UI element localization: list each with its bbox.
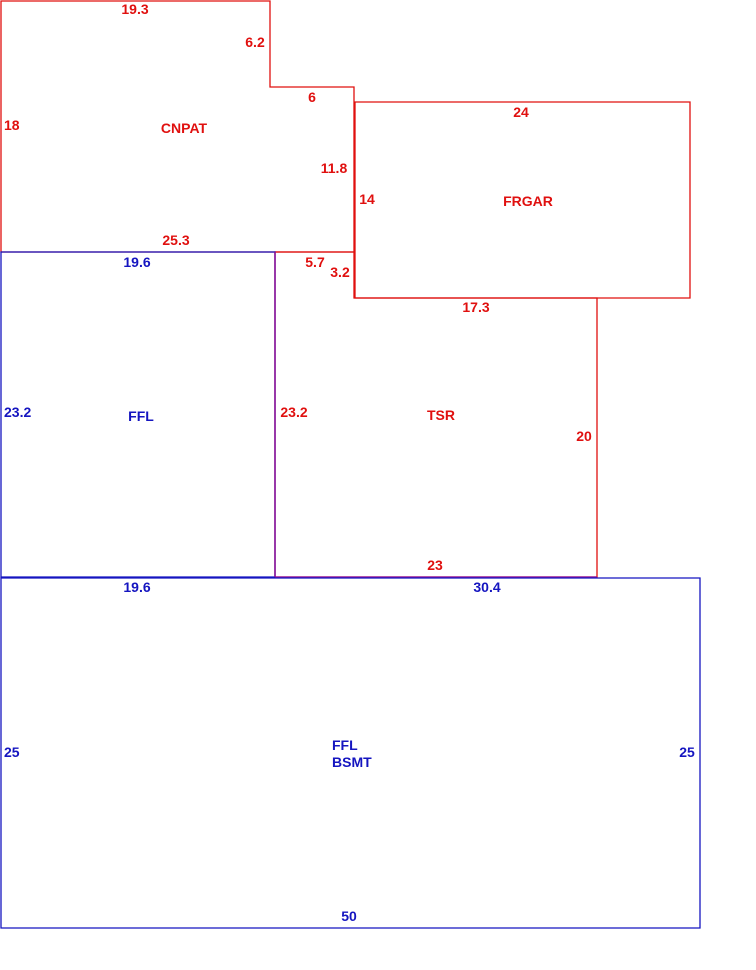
cnpat-dim-step-vertical: 6.2 [245,34,265,50]
tsr-name: TSR [427,407,455,423]
frgar-dim-left: 14 [359,191,375,207]
cnpat-name: CNPAT [161,120,208,136]
tsr-dim-top-left: 5.7 [305,254,325,270]
ffl-bsmt-dim-right: 25 [679,744,695,760]
frgar-dim-top: 24 [513,104,529,120]
cnpat-dim-step-horizontal: 6 [308,89,316,105]
ffl-bsmt-outline [0,577,701,929]
ffl-dim-left: 23.2 [4,404,31,420]
ffl-bsmt-name-line2: BSMT [332,754,372,770]
tsr-dim-top-right: 17.3 [462,299,489,315]
ffl-bsmt-dim-top-right: 30.4 [473,579,500,595]
cnpat-dim-bottom: 25.3 [162,232,189,248]
frgar-outline [354,101,691,299]
cnpat-dim-right: 11.8 [321,160,348,176]
ffl-bsmt-name-line1: FFL [332,737,358,753]
cnpat-dim-top: 19.3 [121,1,148,17]
ffl-bsmt-dim-left: 25 [4,744,20,760]
ffl-dim-bottom: 19.6 [123,579,150,595]
tsr-dim-step-vertical: 3.2 [330,264,350,280]
ffl-dim-top: 19.6 [123,254,150,270]
ffl-name: FFL [128,408,154,424]
frgar-name: FRGAR [503,193,553,209]
tsr-dim-right: 20 [576,428,592,444]
tsr-dim-left: 23.2 [280,404,307,420]
tsr-dim-bottom: 23 [427,557,443,573]
ffl-bsmt-dim-bottom: 50 [341,908,357,924]
cnpat-dim-left: 18 [4,117,20,133]
